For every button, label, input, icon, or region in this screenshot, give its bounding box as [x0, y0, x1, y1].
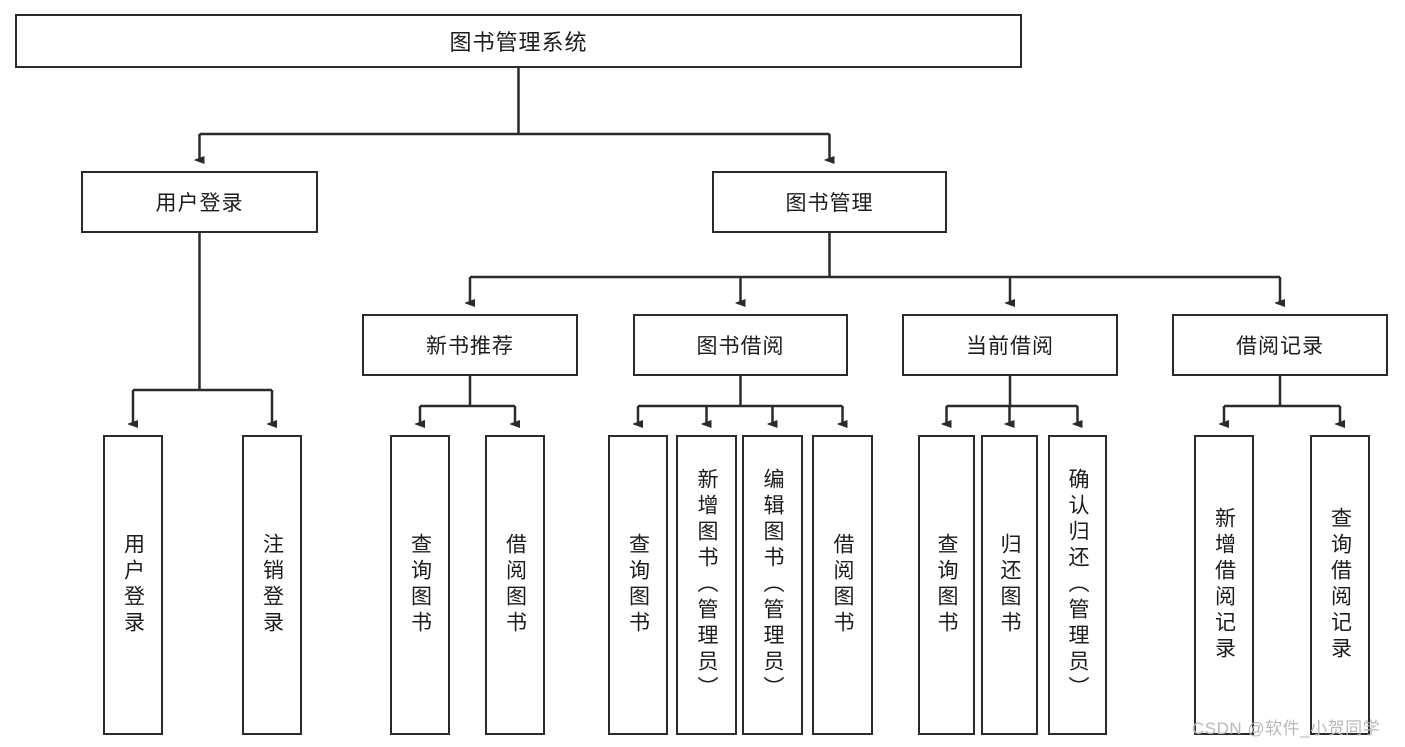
- node-borrow-record[interactable]: 借阅记录: [1172, 314, 1388, 376]
- node-label: 新书推荐: [426, 335, 514, 358]
- node-label: 新增借阅记录: [1212, 507, 1236, 663]
- node-label: 归还图书: [998, 533, 1021, 637]
- node-label: 借阅图书: [831, 533, 854, 637]
- node-current-borrow[interactable]: 当前借阅: [902, 314, 1118, 376]
- node-leaf-query-book-3[interactable]: 查询图书: [918, 435, 975, 735]
- node-label: 查询借阅记录: [1328, 507, 1352, 663]
- node-label: 当前借阅: [966, 335, 1054, 358]
- node-label: 用户登录: [121, 533, 145, 637]
- node-leaf-return-book[interactable]: 归还图书: [981, 435, 1038, 735]
- node-label: 借阅记录: [1236, 335, 1324, 358]
- node-leaf-add-book[interactable]: 新增图书（管理员）: [676, 435, 737, 735]
- node-root[interactable]: 图书管理系统: [15, 14, 1022, 68]
- node-new-book-rec[interactable]: 新书推荐: [362, 314, 578, 376]
- node-leaf-add-record[interactable]: 新增借阅记录: [1194, 435, 1254, 735]
- node-label: 图书管理: [785, 192, 874, 215]
- node-book-manage[interactable]: 图书管理: [712, 171, 947, 233]
- node-leaf-edit-book[interactable]: 编辑图书（管理员）: [742, 435, 803, 735]
- node-label: 查询图书: [935, 533, 958, 637]
- node-label: 编辑图书（管理员）: [761, 468, 784, 702]
- node-leaf-query-record[interactable]: 查询借阅记录: [1310, 435, 1370, 735]
- node-user-login[interactable]: 用户登录: [81, 171, 318, 233]
- node-label: 用户登录: [155, 192, 244, 215]
- node-label: 图书管理系统: [449, 30, 588, 55]
- node-leaf-borrow-book-1[interactable]: 借阅图书: [485, 435, 545, 735]
- node-leaf-user-logout[interactable]: 注销登录: [242, 435, 302, 735]
- node-leaf-query-book-2[interactable]: 查询图书: [608, 435, 668, 735]
- node-label: 查询图书: [626, 533, 650, 637]
- node-label: 借阅图书: [503, 533, 527, 637]
- node-label: 查询图书: [408, 533, 432, 637]
- node-label: 图书借阅: [696, 335, 785, 358]
- node-leaf-borrow-book-2[interactable]: 借阅图书: [812, 435, 873, 735]
- node-label: 注销登录: [260, 533, 284, 637]
- node-book-borrow[interactable]: 图书借阅: [633, 314, 848, 376]
- node-leaf-query-book-1[interactable]: 查询图书: [390, 435, 450, 735]
- node-leaf-user-login[interactable]: 用户登录: [103, 435, 163, 735]
- node-label: 确认归还（管理员）: [1066, 468, 1089, 702]
- node-leaf-confirm-return[interactable]: 确认归还（管理员）: [1048, 435, 1107, 735]
- node-label: 新增图书（管理员）: [695, 468, 718, 702]
